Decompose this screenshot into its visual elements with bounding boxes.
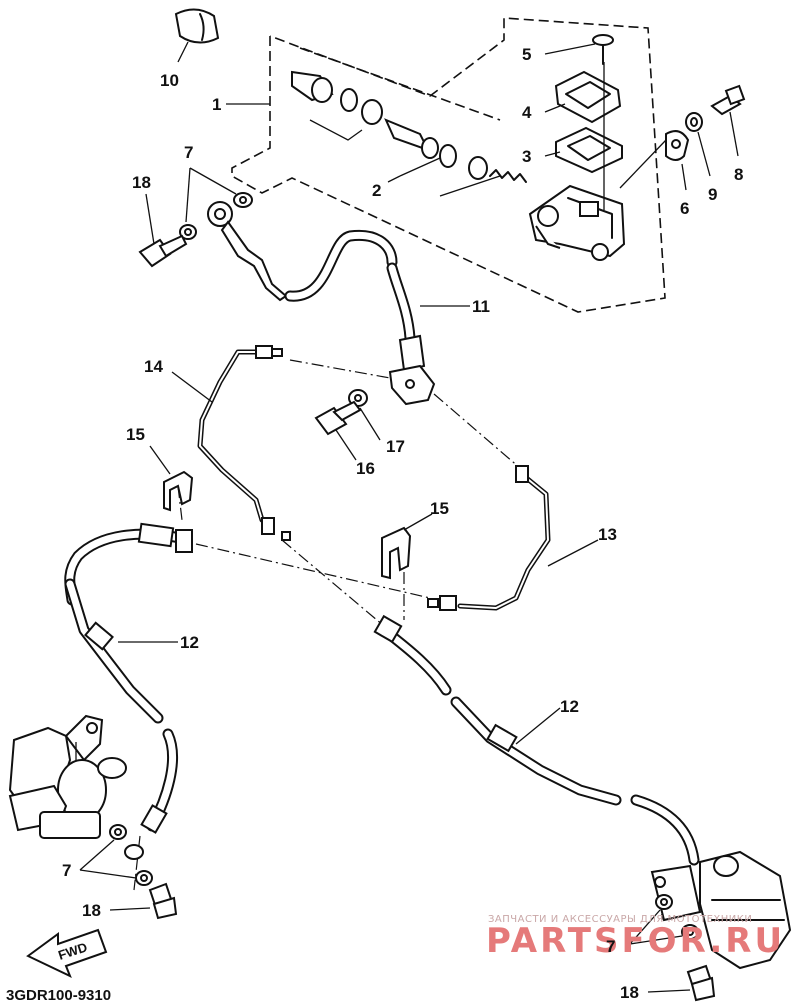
pipe-14-nut-bottom bbox=[261, 517, 291, 541]
callout-1: 1 bbox=[212, 95, 221, 114]
axis-joint-pipe13 bbox=[433, 393, 521, 469]
brake-hose-joint bbox=[388, 334, 436, 406]
part-6-clamp bbox=[665, 130, 690, 161]
callout-16: 16 bbox=[356, 459, 375, 478]
callout-4: 4 bbox=[522, 103, 532, 122]
kit-1-dashed-outline bbox=[231, 17, 666, 313]
callout-14: 14 bbox=[144, 357, 163, 376]
pipe-14-nut-top bbox=[255, 345, 283, 359]
leader-7c-a bbox=[629, 909, 661, 945]
callout-18-top: 18 bbox=[132, 173, 151, 192]
leader-6 bbox=[681, 163, 687, 191]
leader-10 bbox=[177, 41, 189, 63]
lower-left-washer bbox=[109, 824, 127, 840]
callout-15-left: 15 bbox=[126, 425, 145, 444]
callout-7-top: 7 bbox=[184, 143, 193, 162]
leader-6b bbox=[619, 139, 667, 189]
pipe-13-nut-top bbox=[515, 465, 529, 483]
leader-7a-right bbox=[189, 167, 237, 195]
hose-12-right-fittings bbox=[373, 614, 518, 753]
callout-9: 9 bbox=[708, 185, 717, 204]
callout-10: 10 bbox=[160, 71, 179, 90]
callout-12-right: 12 bbox=[560, 697, 579, 716]
part-3-diaphragm bbox=[555, 126, 623, 174]
callout-5: 5 bbox=[522, 45, 531, 64]
callout-7-left: 7 bbox=[62, 861, 71, 880]
part-15-clip-left bbox=[163, 470, 194, 512]
callout-15-right: 15 bbox=[430, 499, 449, 518]
watermark-tagline: ЗАПЧАСТИ И АКСЕССУАРЫ ДЛЯ МОТОТЕХНИКИ bbox=[488, 914, 752, 925]
fwd-arrow-icon: FWD bbox=[26, 928, 108, 979]
leader-17 bbox=[359, 407, 381, 441]
leader-3 bbox=[544, 151, 561, 157]
axis-joint-pipe14 bbox=[289, 359, 391, 379]
callout-11: 11 bbox=[472, 297, 490, 316]
axis-pipe14-hose bbox=[281, 539, 385, 627]
leader-16 bbox=[335, 429, 357, 461]
part-10-bushing bbox=[174, 8, 220, 44]
leader-2d bbox=[439, 175, 501, 197]
lower-left-washer-b bbox=[135, 870, 153, 886]
part-4-reservoir-cap bbox=[554, 70, 622, 124]
part-9-washer bbox=[685, 112, 703, 132]
callout-12-left: 12 bbox=[180, 633, 199, 652]
callout-18-left: 18 bbox=[82, 901, 101, 920]
part-5-screw bbox=[592, 34, 614, 65]
leader-7a-left bbox=[185, 167, 191, 223]
leader-14 bbox=[171, 371, 213, 403]
upper-bolt-18 bbox=[138, 234, 188, 268]
leader-2b bbox=[399, 157, 441, 177]
leader-18a bbox=[145, 193, 155, 245]
leader-18b bbox=[109, 907, 151, 911]
watermark-brand: PARTSFOR.RU bbox=[486, 921, 785, 961]
leader-18c bbox=[647, 989, 691, 993]
leader-4 bbox=[544, 103, 566, 113]
leader-15a bbox=[149, 445, 171, 475]
callout-18-right: 18 bbox=[620, 983, 639, 1002]
part-16-bolt bbox=[314, 400, 362, 436]
left-brake-caliper bbox=[8, 714, 127, 839]
part-15-clip-right bbox=[381, 526, 412, 580]
lower-right-bolt-18 bbox=[686, 964, 716, 1002]
leader-7b-b bbox=[79, 869, 137, 879]
leader-5 bbox=[544, 43, 596, 55]
pipe-13-nut-bottom bbox=[427, 595, 457, 611]
hose-12-right-b bbox=[450, 696, 622, 806]
lower-right-washer-b bbox=[681, 924, 699, 940]
leader-7c-b bbox=[629, 935, 683, 945]
callout-3: 3 bbox=[522, 147, 531, 166]
lower-right-washer bbox=[655, 894, 673, 910]
leader-15b bbox=[403, 513, 433, 531]
diagram-code: 3GDR100-9310 bbox=[6, 987, 111, 1004]
part-2-piston-kit bbox=[291, 70, 527, 183]
upper-washer-a bbox=[233, 192, 253, 208]
callout-2: 2 bbox=[372, 181, 381, 200]
pipe-13 bbox=[457, 473, 551, 611]
lower-left-bolt-18 bbox=[148, 882, 178, 920]
upper-washer-b bbox=[179, 224, 197, 240]
upper-banjo-fitting bbox=[207, 201, 288, 302]
callout-8: 8 bbox=[734, 165, 743, 184]
callout-6: 6 bbox=[680, 199, 689, 218]
axis-hose-pipe13 bbox=[195, 543, 431, 599]
pipe-14 bbox=[197, 349, 265, 523]
master-cylinder-body bbox=[528, 184, 626, 261]
watermark: ЗАПЧАСТИ И АКСЕССУАРЫ ДЛЯ МОТОТЕХНИКИ PA… bbox=[486, 914, 785, 961]
callout-13: 13 bbox=[598, 525, 617, 544]
leader-8 bbox=[729, 111, 739, 157]
callout-7-right: 7 bbox=[606, 937, 615, 956]
part-8-bolt bbox=[710, 84, 746, 116]
kit-1-dashed-inner bbox=[299, 47, 501, 121]
leader-2c bbox=[387, 175, 401, 183]
leader-2a bbox=[309, 119, 363, 141]
callout-17: 17 bbox=[386, 437, 405, 456]
axis-lower-left bbox=[133, 835, 141, 891]
leader-12b bbox=[515, 707, 561, 745]
hose-12-left-fittings bbox=[84, 522, 193, 860]
leader-7b-a bbox=[79, 839, 115, 871]
hose-12-left-b bbox=[64, 578, 164, 724]
leader-13 bbox=[547, 539, 599, 567]
leader-9 bbox=[697, 131, 711, 177]
